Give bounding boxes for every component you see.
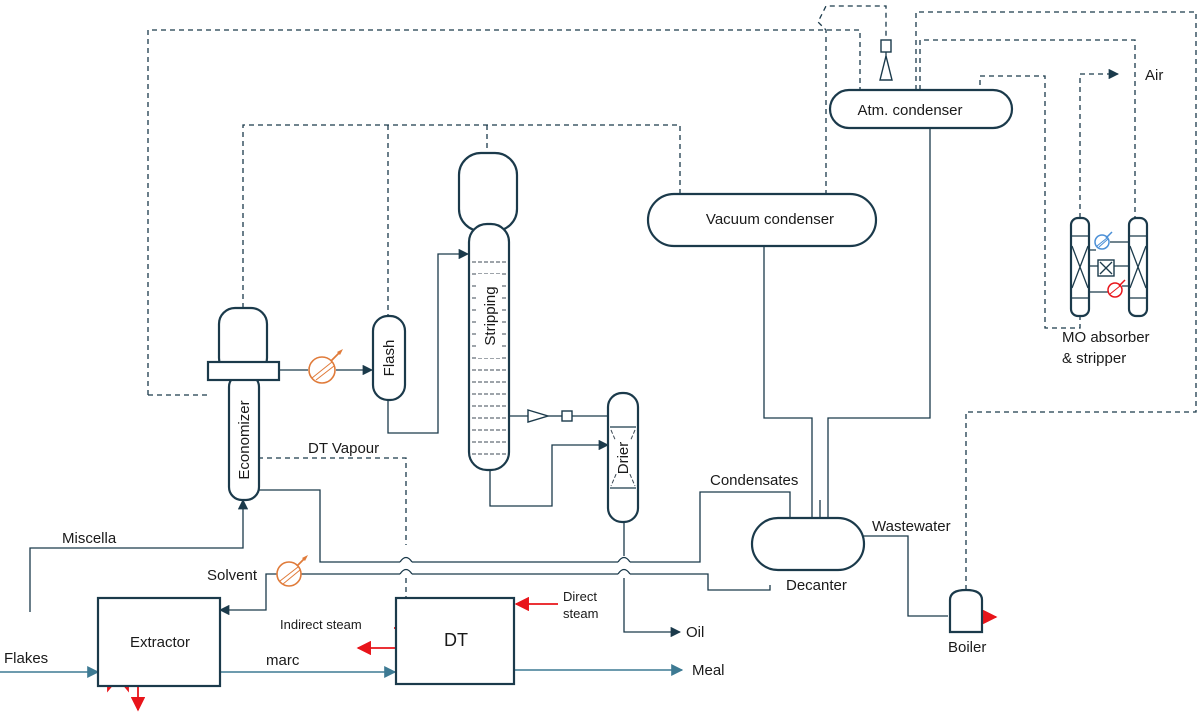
vacuum-ejector	[879, 39, 893, 81]
solids-streams	[0, 664, 684, 678]
stripper-ejector	[527, 409, 573, 423]
boiler-label: Boiler	[948, 639, 986, 656]
vacuum-condenser-label: Vacuum condenser	[706, 211, 834, 228]
vapour-lines	[147, 5, 1197, 598]
economizer: Economizer	[206, 306, 281, 502]
stripping-column: Stripping	[457, 151, 519, 472]
extractor-label: Extractor	[130, 634, 190, 651]
boiler: Boiler	[948, 588, 986, 656]
marc-label: marc	[266, 652, 300, 669]
dt-vapour-label: DT Vapour	[308, 440, 379, 457]
dt-label: DT	[444, 630, 468, 650]
wastewater-label: Wastewater	[872, 518, 951, 535]
mo-absorber-stripper: MO absorber & stripper	[1062, 216, 1150, 367]
process-lines	[29, 128, 948, 638]
solvent-label: Solvent	[207, 567, 258, 584]
indirect-steam-label: Indirect steam	[280, 617, 362, 632]
flash-label: Flash	[381, 340, 398, 377]
mo-absorber-label: MO absorber	[1062, 329, 1150, 346]
flakes-label: Flakes	[4, 650, 48, 667]
decanter: Decanter	[750, 516, 866, 594]
atm-condenser: Atm. condenser	[828, 88, 1014, 130]
flash-drum: Flash	[371, 314, 407, 402]
line-crossovers	[399, 556, 631, 578]
flash-heater	[308, 349, 343, 384]
direct-steam-label-line1: Direct	[563, 589, 597, 604]
condensates-label: Condensates	[710, 472, 798, 489]
decanter-label: Decanter	[786, 577, 847, 594]
drier-label: Drier	[615, 442, 632, 475]
drier: Drier	[606, 391, 640, 524]
mo-stripper-label: & stripper	[1062, 350, 1126, 367]
solvent-heater	[276, 555, 308, 587]
miscella-label: Miscella	[62, 530, 117, 547]
direct-steam-label-line2: steam	[563, 606, 598, 621]
oil-label: Oil	[686, 624, 704, 641]
extractor: Extractor	[96, 596, 222, 688]
vacuum-condenser: Vacuum condenser	[646, 192, 878, 248]
desolventizer-toaster: DT	[394, 596, 516, 686]
stripping-label: Stripping	[482, 286, 499, 345]
steam-streams	[107, 596, 998, 712]
meal-label: Meal	[692, 662, 725, 679]
economizer-label: Economizer	[236, 400, 253, 479]
air-label: Air	[1145, 67, 1163, 84]
atm-condenser-label: Atm. condenser	[857, 102, 962, 119]
